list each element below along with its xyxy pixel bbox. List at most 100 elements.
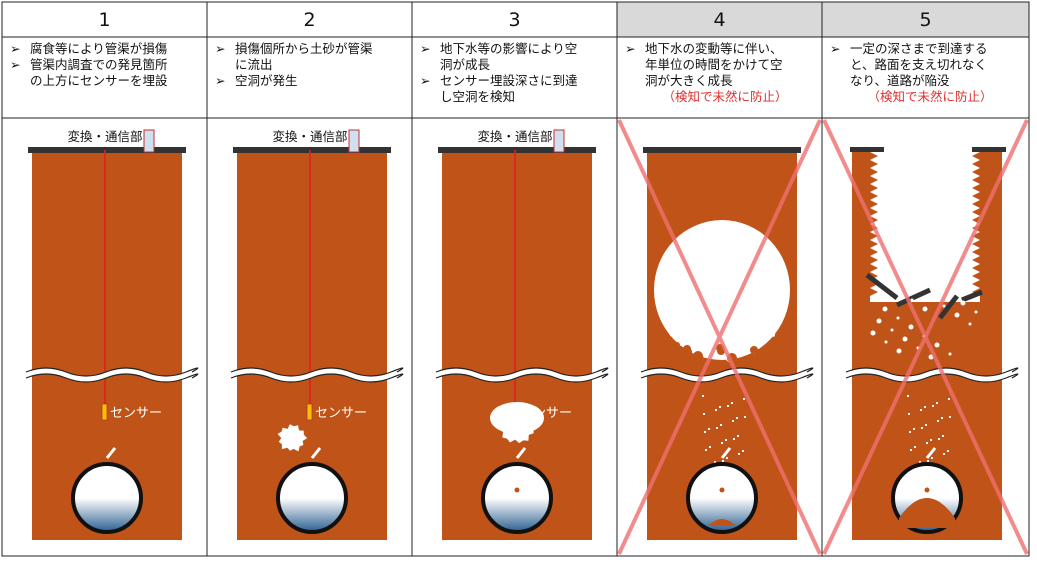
- pipe-crack: [105, 447, 117, 459]
- debris-particle: [907, 395, 909, 397]
- void-jagged-edge: [870, 184, 878, 192]
- debris-particle: [743, 398, 745, 400]
- bullet-text: 洞が成長: [440, 57, 491, 72]
- bullet-mark: ➢: [10, 41, 20, 56]
- falling-soil: [896, 316, 900, 320]
- panel-number: 2: [303, 9, 315, 31]
- prevented-cross-mark: [617, 119, 822, 555]
- falling-soil: [890, 328, 894, 332]
- collapsed-road-slab: [961, 289, 983, 303]
- debris-particle: [715, 409, 717, 411]
- pipe-crack: [515, 447, 527, 459]
- void-jagged-edge: [870, 152, 878, 160]
- void-jagged-edge: [870, 232, 878, 240]
- void-jagged-edge: [972, 256, 980, 264]
- cavity-edge: [497, 406, 538, 444]
- sensor-label: センサー: [110, 406, 162, 421]
- void-jagged-edge: [972, 152, 980, 160]
- debris-particle: [737, 435, 739, 437]
- bullet-text: し空洞を検知: [440, 89, 515, 104]
- debris-particle: [721, 442, 723, 444]
- debris-particle: [708, 428, 710, 430]
- bullet-text: センサー埋設深さに到達: [440, 73, 578, 88]
- converter-unit-label: 変換・通信部: [272, 129, 347, 144]
- panel-number: 4: [713, 9, 725, 31]
- debris-particle: [714, 461, 716, 463]
- debris-particle: [949, 416, 951, 418]
- void-jagged-edge: [870, 264, 878, 272]
- bullet-mark: ➢: [625, 41, 635, 56]
- falling-soil: [974, 310, 978, 314]
- falling-soil: [896, 348, 902, 354]
- debris-particle: [921, 427, 923, 429]
- sensor-marker: [101, 403, 108, 421]
- depth-break-line: [640, 373, 814, 383]
- void-jagged-edge: [972, 200, 980, 208]
- road-surface: [28, 147, 186, 153]
- falling-soil: [760, 352, 770, 362]
- debris-particle: [926, 442, 928, 444]
- sewer-pipe: [686, 462, 758, 534]
- debris-particle: [716, 427, 718, 429]
- bullet-text: 年単位の時間をかけて空: [645, 57, 783, 72]
- falling-soil: [922, 306, 928, 312]
- void-jagged-edge: [972, 192, 980, 200]
- cross-line: [822, 119, 1029, 555]
- depth-break: [844, 368, 1021, 382]
- depth-break-line: [25, 367, 199, 377]
- debris-particle: [704, 431, 706, 433]
- depth-break-line: [25, 373, 199, 383]
- debris-particle: [744, 416, 746, 418]
- debris-particle: [943, 453, 945, 455]
- void-jagged-edge: [972, 272, 980, 280]
- bullet-mark: ➢: [215, 41, 225, 56]
- void-jagged-edge: [972, 280, 980, 288]
- debris-particle: [938, 438, 940, 440]
- panel-number: 5: [919, 9, 931, 31]
- debris-particle: [742, 450, 744, 452]
- debris-particle: [720, 424, 722, 426]
- depth-break-line: [845, 367, 1019, 377]
- falling-soil: [942, 304, 946, 308]
- soil-inflow: [924, 487, 930, 493]
- converter-unit-box: [553, 129, 565, 153]
- soil-deposit: [899, 498, 955, 528]
- depth-break-line: [435, 367, 609, 377]
- debris-particle: [722, 460, 724, 462]
- converter-unit-box: [348, 129, 360, 153]
- table-border: [1, 1, 1030, 557]
- falling-soil: [960, 300, 966, 306]
- void-jagged-edge: [870, 192, 878, 200]
- debris-particle: [925, 424, 927, 426]
- falling-soil: [948, 352, 952, 356]
- depth-break: [229, 368, 406, 382]
- falling-soil: [882, 306, 888, 312]
- converter-unit-label: 変換・通信部: [477, 129, 552, 144]
- panel-number: 1: [98, 9, 110, 31]
- cross-line: [617, 119, 822, 555]
- sensor-label: センサー: [315, 406, 367, 421]
- bullet-text: と、路面を支え切れなく: [850, 57, 987, 72]
- debris-particle: [919, 461, 921, 463]
- depth-break-line: [640, 367, 814, 377]
- converter-unit-label: 変換・通信部: [67, 129, 142, 144]
- debris-particle: [738, 453, 740, 455]
- sensor-label: センサー: [520, 406, 572, 421]
- debris-particle: [930, 439, 932, 441]
- void-jagged-edge: [972, 264, 980, 272]
- road-surface: [972, 147, 1006, 152]
- collapsed-road-slab: [895, 287, 932, 308]
- pipe-crack: [925, 447, 937, 459]
- void-jagged-edge: [870, 168, 878, 176]
- debris-particle: [913, 428, 915, 430]
- bullet-text: 地下水の変動等に伴い、: [645, 41, 783, 56]
- panel-4: 4➢地下水の変動等に伴い、年単位の時間をかけて空洞が大きく成長（検知で未然に防止…: [617, 9, 822, 555]
- falling-soil: [674, 342, 680, 348]
- collapsed-road-slab: [865, 273, 899, 300]
- debris-particle: [703, 413, 705, 415]
- depth-break: [24, 368, 201, 382]
- bullet-mark: ➢: [420, 41, 430, 56]
- void-jagged-edge: [972, 160, 980, 168]
